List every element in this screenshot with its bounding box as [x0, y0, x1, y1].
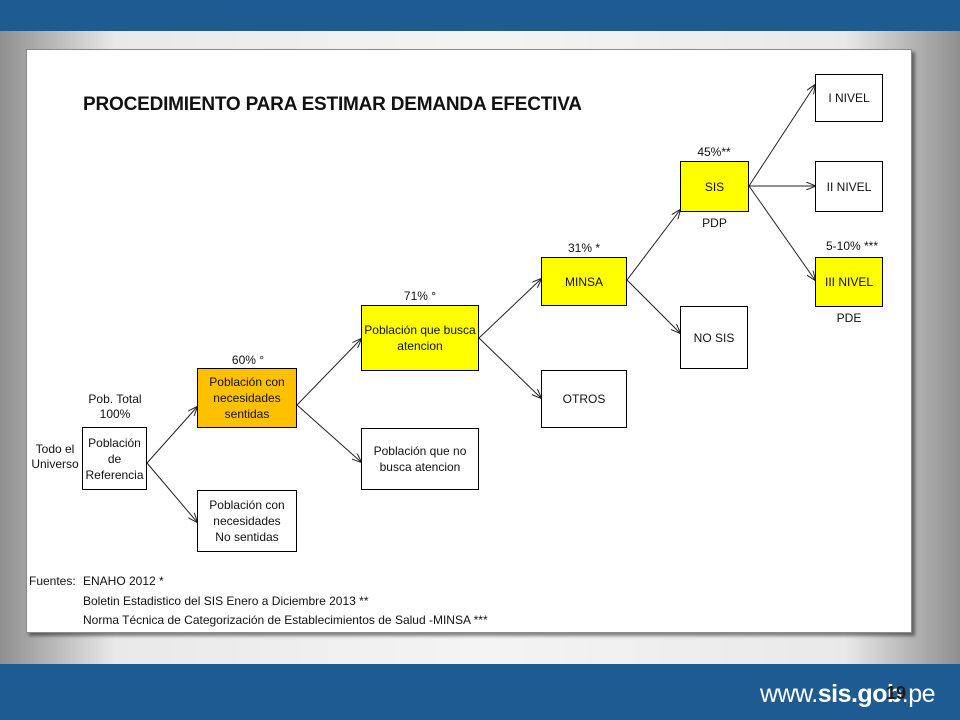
- percent-45-label: 45%**: [697, 145, 731, 159]
- bottom-bar: [0, 664, 960, 720]
- page-number: 19: [886, 683, 907, 703]
- ii-nivel-box: II NIVEL: [815, 161, 883, 212]
- todo-universo-label: Todo el Universo: [31, 442, 79, 471]
- i-nivel-box: I NIVEL: [815, 74, 883, 122]
- flow-arrows: [146, 50, 911, 632]
- diagram-slide: PROCEDIMIENTO PARA ESTIMAR DEMANDA EFECT…: [26, 49, 912, 633]
- necesidades-sentidas-box: Población con necesidades sentidas: [197, 368, 297, 428]
- url-suffix: .pe: [901, 680, 936, 708]
- arrow-sis-to-i-nivel: [748, 85, 815, 187]
- percent-5-10-label: 5-10% ***: [825, 239, 879, 253]
- arrow-referencia-to-sentidas: [146, 407, 197, 464]
- arrow-sentidas-to-busca: [296, 339, 361, 406]
- arrow-busca-to-otros: [478, 337, 541, 398]
- pdp-label: PDP: [702, 216, 727, 230]
- pob-total-label: Pob. Total 100%: [88, 392, 142, 421]
- iii-nivel-box: III NIVEL: [815, 257, 883, 307]
- otros-box: OTROS: [541, 370, 627, 428]
- poblacion-referencia-box: Población de Referencia: [82, 427, 147, 490]
- top-bar: [0, 0, 960, 31]
- necesidades-no-sentidas-box: Población con necesidades No sentidas: [197, 490, 297, 552]
- source-item: ENAHO 2012 *: [83, 574, 164, 588]
- no-sis-box: NO SIS: [680, 306, 748, 369]
- arrow-busca-to-minsa: [478, 279, 541, 339]
- arrow-sentidas-to-no-busca: [296, 404, 361, 462]
- site-url[interactable]: www.sis.gob.pe: [760, 680, 936, 709]
- sources-heading: Fuentes:: [29, 574, 76, 588]
- percent-71-label: 71% °: [403, 289, 437, 303]
- minsa-box: MINSA: [541, 257, 627, 306]
- url-prefix: www.: [760, 680, 818, 708]
- arrow-referencia-to-no-sentidas: [146, 462, 197, 522]
- percent-60-label: 60% °: [231, 353, 265, 367]
- source-item: Boletin Estadistico del SIS Enero a Dici…: [83, 594, 369, 608]
- percent-31-label: 31% *: [567, 241, 601, 255]
- pde-label: PDE: [836, 311, 862, 325]
- url-brand: sis.gob: [817, 680, 903, 708]
- arrow-sis-to-iii-nivel: [748, 185, 815, 280]
- source-item: Norma Técnica de Categorización de Estab…: [83, 613, 488, 627]
- no-busca-atencion-box: Población que no busca atencion: [361, 428, 479, 490]
- arrow-minsa-to-sis: [626, 210, 680, 281]
- sis-box: SIS: [680, 161, 749, 212]
- diagram-title: PROCEDIMIENTO PARA ESTIMAR DEMANDA EFECT…: [83, 94, 582, 115]
- busca-atencion-box: Población que busca atencion: [361, 305, 479, 371]
- arrow-minsa-to-no-sis: [626, 279, 680, 333]
